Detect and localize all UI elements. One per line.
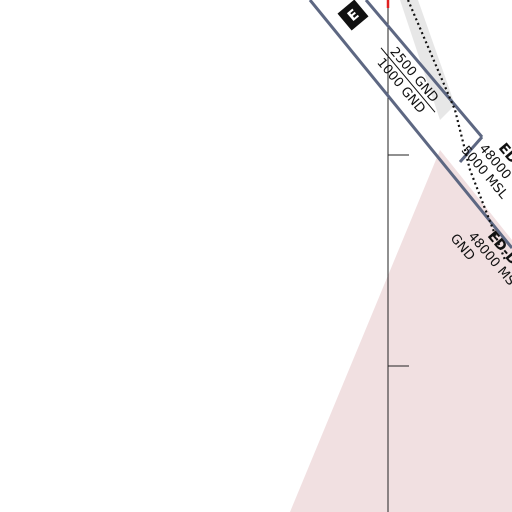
dotted-boundary (406, 0, 507, 261)
corridor-boundary-left (308, 0, 512, 249)
restricted-area-fill (290, 150, 512, 512)
corridor-boundary-right (364, 0, 484, 138)
airspace-class-marker: E (337, 0, 369, 31)
corridor-boundary-cap (458, 136, 484, 163)
corridor-limit-divider (380, 47, 436, 113)
